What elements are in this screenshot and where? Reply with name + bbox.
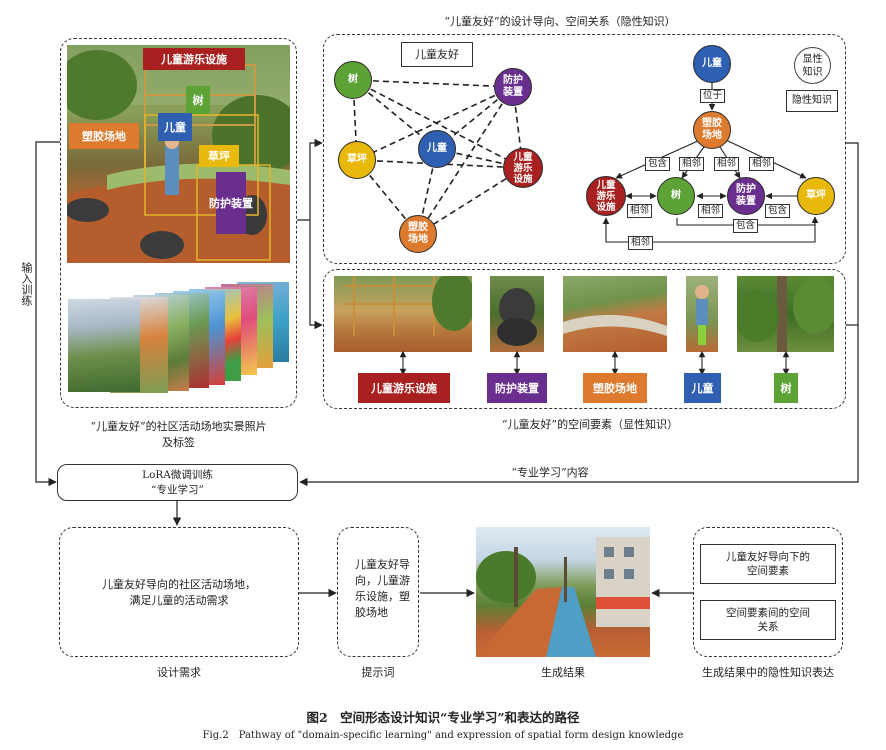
element-tag-tree: 树	[774, 373, 798, 403]
caption-prompt: 提示词	[361, 666, 395, 679]
implicit-expression-panel	[693, 527, 843, 657]
graph1-node-tree: 树	[334, 61, 372, 99]
caption-implicit-expression: 生成结果中的隐性知识表达	[702, 666, 834, 679]
prompt-text: 儿童友好导 向，儿童游 乐设施，塑 胶场地	[355, 558, 410, 619]
element-tag-protective-device: 防护装置	[487, 373, 547, 403]
left-caption-line1: “儿童友好”的社区活动场地实景照片	[90, 420, 267, 433]
element-photo-protective-device	[490, 276, 544, 352]
playground-photo	[67, 45, 290, 263]
input-training-arrow	[35, 141, 60, 487]
lora-line1: LoRA微调训练	[142, 468, 213, 481]
tag-tree: 树	[186, 86, 210, 114]
graph1-node-child: 儿童	[418, 130, 456, 168]
tag-playground-facility: 儿童游乐设施	[143, 48, 245, 70]
caption-design-need: 设计需求	[157, 666, 201, 679]
knowledge-to-lora-arrow	[299, 142, 859, 487]
graph1-node-protective-device: 防护 装置	[494, 68, 532, 106]
tag-protective-device: 防护装置	[209, 172, 253, 234]
relation-adjacent-2: 相邻	[714, 157, 740, 171]
relation-adjacent-1: 相邻	[679, 157, 705, 171]
graph2-node-playground-facility: 儿童 游乐 设施	[586, 176, 626, 216]
relation-contain-1: 包含	[645, 157, 671, 171]
design-need-text: 儿童友好导向的社区活动场地， 满足儿童的活动需求	[102, 578, 256, 607]
graph2-badge-explicit-knowledge: 显性 知识	[794, 47, 831, 84]
implicit-box-relations: 空间要素间的空间 关系	[700, 600, 836, 640]
relation-adjacent-5: 相邻	[698, 204, 724, 218]
relation-adjacent-6: 相邻	[628, 236, 654, 250]
diagram-title-implicit: “儿童友好”的设计导向、空间关系（隐性知识）	[444, 15, 676, 28]
relation-adjacent-3: 相邻	[749, 157, 775, 171]
relation-adjacent-4: 相邻	[627, 204, 653, 218]
element-photo-playground-facility	[334, 276, 472, 352]
labeled-photos-panel	[60, 38, 297, 408]
explicit-elements-caption: “儿童友好”的空间要素（显性知识）	[501, 418, 679, 431]
figure-subtitle: Fig.2 Pathway of "domain-specific learni…	[202, 730, 684, 741]
tag-plastic-ground: 塑胶场地	[69, 123, 139, 149]
generated-result-image	[476, 527, 650, 657]
element-tag-child: 儿童	[684, 373, 721, 403]
element-photo-tree	[737, 276, 834, 352]
graph2-node-child: 儿童	[693, 45, 731, 83]
caption-generated-result: 生成结果	[541, 666, 585, 679]
figure-title: 图2 空间形态设计知识“专业学习”和表达的路径	[306, 710, 580, 725]
graph2-node-lawn: 草坪	[797, 177, 835, 215]
tag-child: 儿童	[158, 113, 192, 141]
lora-training-box: LoRA微调训练 “专业学习”	[57, 464, 298, 501]
photos-to-panels-arrow-2	[309, 220, 323, 330]
professional-learning-content-label: “专业学习”内容	[511, 466, 589, 479]
graph2-node-tree: 树	[657, 177, 695, 215]
relation-contain-3: 包含	[733, 219, 759, 233]
element-tag-plastic-ground: 塑胶场地	[583, 373, 647, 403]
graph2-implicit-knowledge-label: 隐性知识	[786, 90, 838, 112]
graph1-node-plastic-ground: 塑胶 场地	[399, 215, 437, 253]
relation-located-in: 位于	[700, 89, 726, 103]
prompt-panel	[337, 527, 419, 657]
child-friendly-label: 儿童友好	[401, 42, 473, 67]
explicit-elements-panel	[323, 269, 846, 409]
graph1-node-playground-facility: 儿童 游乐 设施	[503, 148, 543, 188]
element-photo-plastic-ground	[563, 276, 667, 352]
relation-contain-2: 包含	[765, 204, 791, 218]
input-training-label: 输入训练	[20, 262, 33, 306]
photos-to-panels-arrow-1	[297, 138, 323, 221]
left-caption-line2: 及标签	[162, 436, 195, 449]
implicit-knowledge-panel	[323, 34, 846, 264]
photo-stack-item	[68, 299, 140, 392]
graph2-node-plastic-ground: 塑胶 场地	[693, 111, 731, 149]
lora-line2: “专业学习”	[151, 483, 204, 496]
graph2-node-protective-device: 防护 装置	[727, 177, 765, 215]
tag-lawn: 草坪	[199, 145, 239, 167]
element-photo-child	[686, 276, 718, 352]
implicit-box-elements: 儿童友好导向下的 空间要素	[700, 544, 836, 584]
element-tag-playground-facility: 儿童游乐设施	[358, 373, 450, 403]
design-need-panel	[59, 527, 299, 657]
graph1-node-lawn: 草坪	[338, 141, 376, 179]
